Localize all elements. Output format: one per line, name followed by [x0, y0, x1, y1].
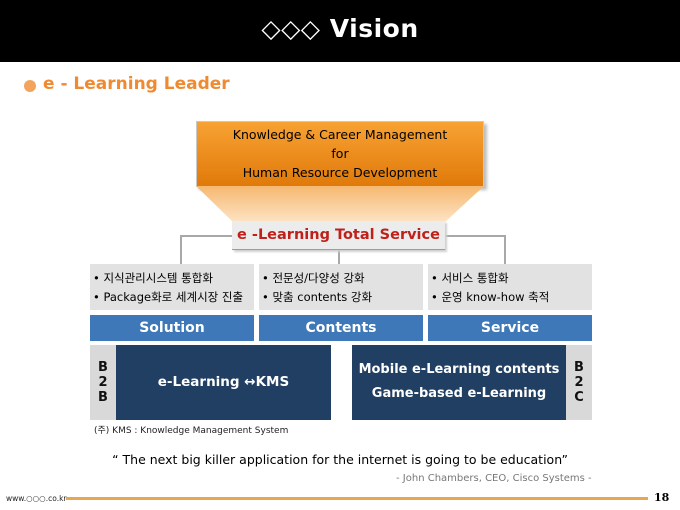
solution-label: Solution — [90, 315, 254, 341]
service-label: Service — [428, 315, 592, 341]
goal-line: for — [331, 146, 349, 161]
goal-line: Human Resource Development — [242, 165, 438, 180]
section-subtitle: e - Learning Leader — [43, 74, 230, 94]
quote-attribution: - John Chambers, CEO, Cisco Systems - — [396, 473, 592, 484]
b2c-letter: 2 — [574, 375, 584, 390]
solution-bullets: • 지식관리시스템 통합화 • Package화로 세계시장 진출 — [90, 264, 254, 310]
total-service-box: e -Learning Total Service — [232, 221, 445, 250]
bullet-item: • 운영 know-how 축적 — [431, 290, 550, 304]
contents-bullets: • 전문성/다양성 강화 • 맞춤 contents 강화 — [259, 264, 423, 310]
b2c-tag: B 2 C — [566, 345, 592, 420]
footer-url: www.○○○.co.kr — [6, 494, 67, 503]
b2c-panel: Mobile e-Learning contents Game-based e-… — [352, 345, 566, 420]
b2c-letter: C — [574, 390, 584, 405]
bullet-item: • 서비스 통합화 — [431, 271, 509, 285]
b2b-tag: B 2 B — [90, 345, 116, 420]
bullet-dot-icon — [24, 80, 36, 92]
footer-rule — [66, 497, 648, 500]
bullet-item: • 맞춤 contents 강화 — [262, 290, 373, 304]
kms-footnote: (주) KMS : Knowledge Management System — [94, 426, 289, 436]
goal-line: Knowledge & Career Management — [232, 127, 448, 142]
contents-label: Contents — [259, 315, 423, 341]
bullet-item: • 지식관리시스템 통합화 — [93, 271, 213, 285]
b2b-letter: 2 — [98, 375, 108, 390]
b2c-line: Mobile e-Learning contents — [358, 362, 560, 377]
slide-title: ◇◇◇ Vision — [261, 14, 419, 43]
b2b-letter: B — [98, 390, 108, 405]
connector-lines — [180, 235, 506, 264]
service-bullets: • 서비스 통합화 • 운영 know-how 축적 — [428, 264, 592, 310]
goal-box: Knowledge & Career Management for Human … — [196, 121, 484, 187]
bullet-item: • 전문성/다양성 강화 — [262, 271, 365, 285]
funnel-shape — [196, 186, 484, 222]
b2b-panel: e-Learning ↔KMS — [116, 345, 331, 420]
page-number: 18 — [654, 491, 670, 504]
bullet-item: • Package화로 세계시장 진출 — [93, 290, 244, 304]
b2c-line: Game-based e-Learning — [371, 386, 547, 401]
b2c-letter: B — [574, 360, 584, 375]
b2b-letter: B — [98, 360, 108, 375]
quote-text: “ The next big killer application for th… — [112, 452, 568, 467]
title-bar — [0, 0, 680, 62]
